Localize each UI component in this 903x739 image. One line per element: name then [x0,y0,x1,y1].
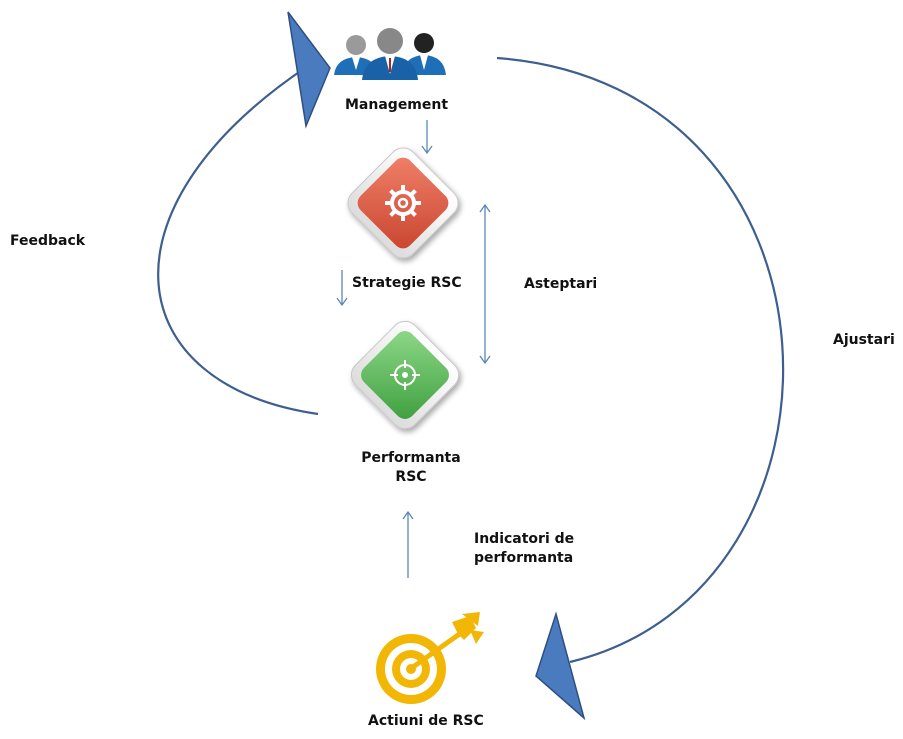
people-group-icon [334,28,446,80]
feedback-label: Feedback [10,233,86,249]
strategy-label: Strategie RSC [352,275,462,291]
feedback-arc [157,67,319,416]
management-to-strategy-arrow [421,120,433,155]
management-label: Management [345,97,449,113]
indicatori-label-line1: Indicatori de [474,531,575,547]
gear-icon [385,185,421,221]
actions-label: Actiuni de RSC [368,713,484,729]
indicatori-arrow [402,510,414,578]
ajustari-arc [496,56,785,664]
crosshair-icon [390,360,420,390]
performance-label-line1: Performanta [361,450,461,466]
target-arrow-icon [376,612,484,704]
indicatori-label-line2: performanta [474,550,574,566]
asteptari-double-arrow [479,203,491,365]
feedback-arrowhead [287,11,331,129]
ajustari-arrowhead [535,611,586,721]
ajustari-label: Ajustari [833,332,895,348]
indicatori-label: Indicatori de performanta [474,530,574,568]
performance-label-line2: RSC [395,469,427,485]
strategy-tile [347,147,459,259]
strategy-to-performance-arrow [336,270,348,307]
performance-label: Performanta RSC [356,449,466,487]
asteptari-label: Asteptari [524,276,598,292]
